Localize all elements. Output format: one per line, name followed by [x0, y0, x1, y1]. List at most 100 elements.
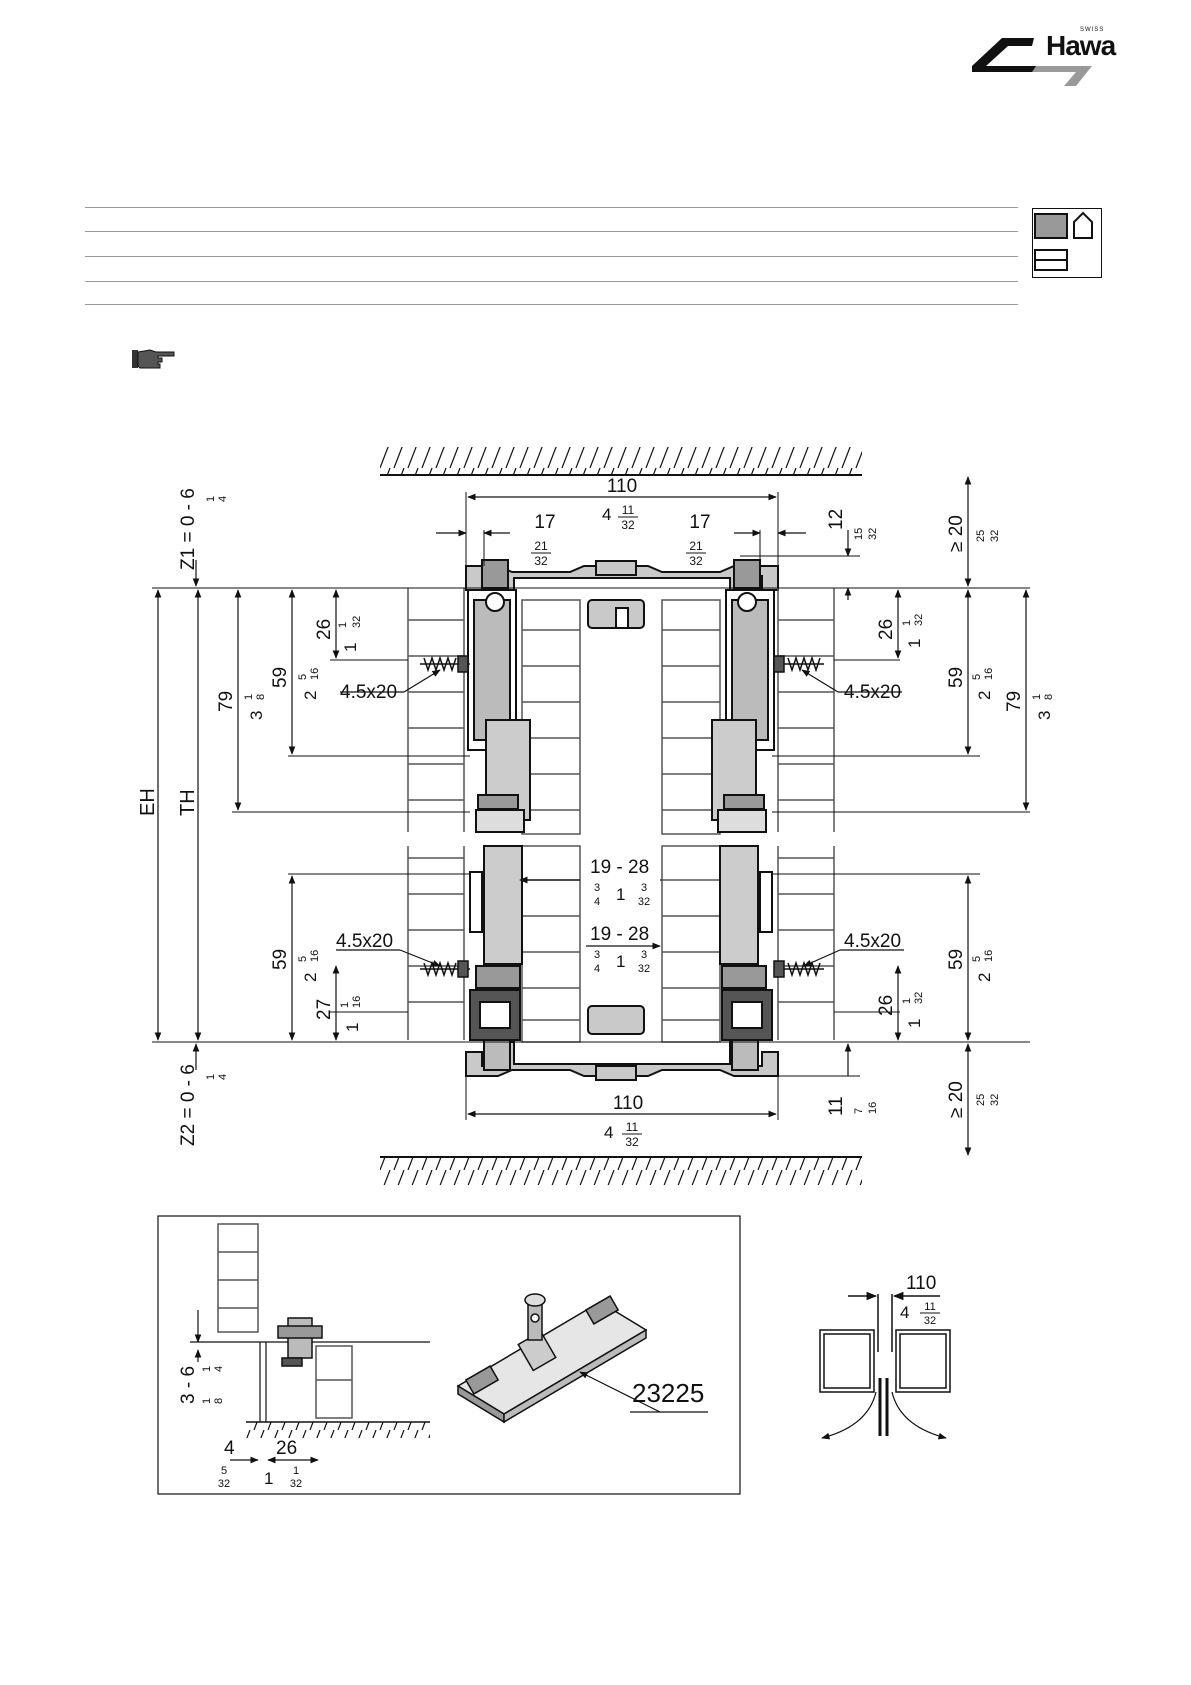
right-26-bottom-inch-den: 32 — [913, 992, 925, 1004]
left-59-bottom-inch-num: 5 — [297, 956, 309, 962]
left-27-inch-den: 16 — [351, 996, 363, 1008]
door-gap-lower-b-whole: 1 — [616, 952, 625, 971]
right-59-bottom-inch-den: 16 — [983, 950, 995, 962]
detail-box: 3 - 6 1 8 1 4 4 5 32 26 1 1 32 — [157, 1215, 741, 1495]
left-27-inch-num: 1 — [339, 1002, 351, 1008]
door-gap-upper-a-num: 3 — [594, 882, 600, 894]
bottom-clearance-inch-den: 32 — [989, 1094, 1001, 1106]
right-79-inch-whole: 3 — [1035, 711, 1054, 720]
reference-lines — [152, 492, 1030, 1120]
left-offset-mm: 17 — [534, 512, 555, 533]
bottom-width-mm: 110 — [613, 1093, 643, 1114]
right-59-top-inch-whole: 2 — [975, 691, 994, 700]
detail-height-a-num: 1 — [201, 1398, 213, 1404]
top-clearance-label: ≥ 20 — [946, 515, 967, 552]
right-26-top-inch-den: 32 — [913, 614, 925, 626]
bottom-width-inch-den: 32 — [625, 1135, 639, 1149]
bottom-width-inch-whole: 4 — [604, 1123, 613, 1142]
door-gap-lower-a-den: 4 — [594, 963, 600, 975]
right-59-bottom-inch-whole: 2 — [975, 973, 994, 982]
detail-height-a-den: 8 — [213, 1398, 225, 1404]
detail-offset-26-inch-den: 32 — [290, 1478, 302, 1490]
right-offset-inch-den: 32 — [689, 554, 703, 568]
detail-fitting — [277, 1317, 323, 1367]
right-26-top-inch-whole: 1 — [905, 639, 924, 648]
plan-width-inch-num: 11 — [924, 1301, 935, 1313]
bottom-right-gap-inch-num: 7 — [853, 1108, 865, 1114]
left-26-inch-den: 32 — [351, 616, 363, 628]
detail-offset-4-inch-den: 32 — [218, 1478, 230, 1490]
bottom-right-gap-mm: 11 — [826, 1096, 847, 1116]
door-gap-lower-b-num: 3 — [641, 949, 647, 961]
left-26-inch-num: 1 — [337, 622, 349, 628]
left-59-bottom-inch-den: 16 — [309, 950, 321, 962]
left-59-top-mm: 59 — [270, 667, 291, 688]
right-26-top-mm: 26 — [876, 619, 897, 640]
dimension-lines — [154, 476, 1030, 1156]
door-gap-lower-b-den: 32 — [638, 963, 650, 975]
hawa-logo-icon — [972, 38, 1092, 86]
left-offset-inch-den: 32 — [534, 554, 548, 568]
bottom-width-inch-num: 11 — [626, 1120, 639, 1134]
z1-label: Z1 = 0 - 6 — [178, 488, 199, 570]
top-clearance-inch-den: 32 — [989, 530, 1001, 542]
left-59-bottom-inch-whole: 2 — [301, 973, 320, 982]
left-jamb — [407, 588, 465, 1040]
z1-inch-den: 4 — [217, 496, 229, 502]
detail-offset-4-mm: 4 — [224, 1438, 235, 1459]
plan-width-mm: 110 — [906, 1273, 936, 1294]
detail-offset-26-inch-num: 1 — [293, 1465, 299, 1477]
top-right-gap-inch: 15 — [853, 528, 865, 540]
brand-name: Hawa — [1046, 30, 1116, 61]
upper-right-roller — [711, 559, 775, 833]
door-gap-upper-b-den: 32 — [638, 896, 650, 908]
floor-hatch — [380, 1157, 862, 1185]
left-79-inch-den: 8 — [255, 694, 267, 700]
detail-height-b-den: 4 — [213, 1366, 225, 1372]
screw-label-lower-right: 4.5x20 — [844, 931, 901, 952]
door-gap-upper-b-whole: 1 — [616, 885, 625, 904]
screw-icon — [420, 960, 470, 978]
guide-part-23225 — [456, 1293, 648, 1424]
pointing-hand-icon — [132, 349, 175, 369]
door-type-icon — [1032, 208, 1102, 278]
header-rule — [85, 207, 1018, 208]
plan-width-inch-den: 32 — [924, 1315, 936, 1327]
swing-arrows — [821, 1391, 947, 1440]
z2-inch-den: 4 — [217, 1074, 229, 1080]
bottom-right-gap-inch-den: 16 — [867, 1102, 879, 1114]
z2-inch-num: 1 — [205, 1074, 217, 1080]
header-rule — [85, 256, 1018, 257]
left-79-mm: 79 — [216, 691, 237, 712]
door-gap-upper-mm: 19 - 28 — [590, 857, 649, 878]
left-26-mm: 26 — [314, 619, 335, 640]
th-label: TH — [177, 789, 199, 816]
left-27-mm: 27 — [314, 999, 335, 1020]
main-section: 110 4 11 32 17 21 32 17 21 32 12 15 32 ≥… — [137, 447, 1055, 1185]
brand-tagline: SWISS — [1080, 27, 1105, 33]
header-rule — [85, 281, 1018, 282]
screw-icon — [773, 655, 824, 673]
screw-icon — [773, 960, 824, 978]
door-gap-upper-a-den: 4 — [594, 896, 600, 908]
right-26-bottom-inch-num: 1 — [901, 998, 913, 1004]
detail-offset-26-inch-whole: 1 — [264, 1469, 273, 1488]
screw-label-upper-right: 4.5x20 — [844, 682, 901, 703]
lower-left-guide — [469, 845, 523, 1071]
right-59-top-inch-den: 16 — [983, 668, 995, 680]
left-27-inch-whole: 1 — [343, 1023, 362, 1032]
right-79-mm: 79 — [1004, 691, 1025, 712]
upper-left-door — [521, 599, 581, 835]
screw-icon — [420, 655, 470, 673]
lower-right-guide — [719, 845, 773, 1071]
left-59-top-inch-whole: 2 — [301, 691, 320, 700]
left-59-bottom-mm: 59 — [270, 949, 291, 970]
door-gap-lower-mm: 19 - 28 — [590, 924, 649, 945]
right-offset-mm: 17 — [689, 512, 710, 533]
right-26-top-inch-num: 1 — [901, 620, 913, 626]
top-width-inch-den: 32 — [621, 518, 635, 532]
left-79-inch-num: 1 — [243, 694, 255, 700]
header-rule — [85, 231, 1018, 232]
